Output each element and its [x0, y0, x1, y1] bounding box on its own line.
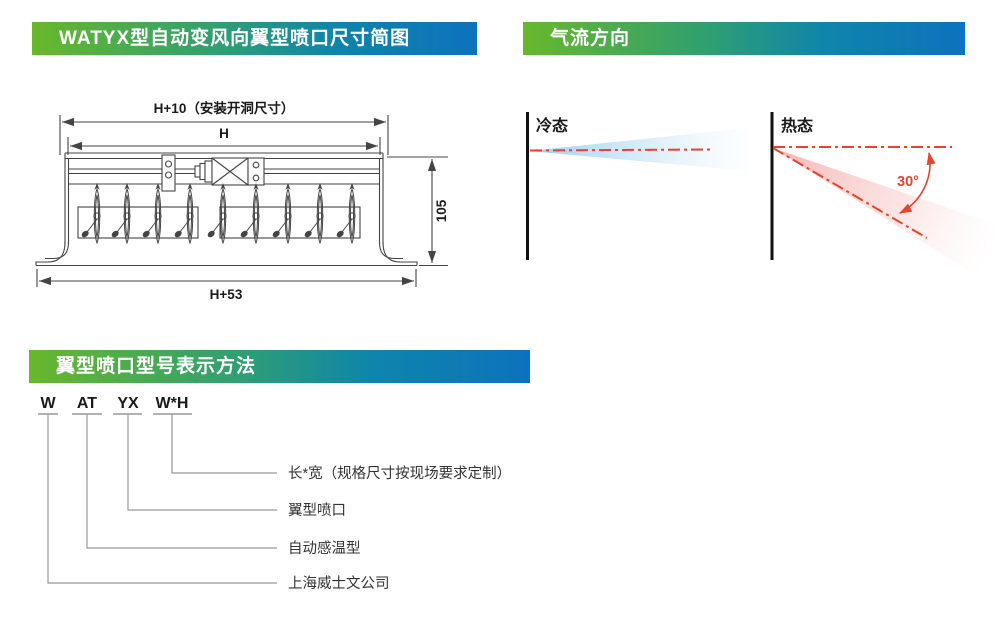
- cold-centerline: [529, 148, 713, 152]
- cold-state-label: 冷态: [536, 116, 568, 135]
- header-model-designation-label: 翼型喷口型号表示方法: [56, 356, 257, 377]
- code-wh: W*H: [156, 395, 189, 412]
- aerofoil-blade: [142, 183, 162, 245]
- hot-deflected-centerline: [772, 147, 928, 239]
- actuator-assembly: [161, 154, 265, 192]
- model-designation-tree: W AT YX W*H 长*宽（规格尺寸按现场要求定制） 翼型喷口 自动感温型 …: [38, 395, 511, 592]
- aerofoil-blades: [81, 183, 356, 245]
- code-yx: YX: [117, 395, 139, 412]
- aerofoil-blade: [240, 183, 260, 245]
- aerofoil-blade: [111, 183, 131, 245]
- angle-arc: [898, 151, 936, 214]
- code-at: AT: [77, 395, 97, 412]
- dim-label-height: 105: [434, 199, 449, 222]
- blade-rail-left: [77, 206, 199, 239]
- header-dimension-diagram-label: WATYX型自动变风向翼型喷口尺寸简图: [59, 28, 411, 49]
- airflow-direction-diagrams: 冷态 30° 热态: [526, 112, 998, 276]
- angle-label: 30°: [897, 174, 919, 190]
- hot-air-cone: [773, 148, 998, 276]
- connector-lines: [47, 414, 277, 584]
- dim-label-overall: H+53: [210, 287, 243, 302]
- hot-state-diagram: 30° 热态: [770, 112, 998, 276]
- header-airflow-direction-label: 气流方向: [550, 28, 631, 49]
- header-airflow-direction: 气流方向: [523, 22, 965, 55]
- aerofoil-blade: [174, 183, 194, 245]
- dim-label-opening: H+10（安装开洞尺寸）: [154, 100, 295, 116]
- aerofoil-blade: [336, 183, 356, 245]
- cold-state-diagram: 冷态: [526, 112, 748, 260]
- hot-state-label: 热态: [781, 116, 813, 135]
- code-w: W: [40, 395, 56, 412]
- meaning-yx: 翼型喷口: [288, 502, 346, 519]
- meaning-at: 自动感温型: [288, 540, 361, 557]
- aerofoil-blade: [207, 183, 227, 245]
- dim-label-width: H: [219, 126, 229, 141]
- header-dimension-diagram: WATYX型自动变风向翼型喷口尺寸简图: [32, 22, 477, 55]
- aerofoil-blade: [272, 183, 292, 245]
- header-model-designation: 翼型喷口型号表示方法: [29, 350, 530, 383]
- aerofoil-blade: [81, 183, 101, 245]
- nozzle-dimension-drawing: H+10（安装开洞尺寸） H 105 H+53: [35, 100, 449, 302]
- meaning-wh: 长*宽（规格尺寸按现场要求定制）: [288, 465, 511, 482]
- aerofoil-blade: [304, 183, 324, 245]
- meaning-w: 上海威士文公司: [288, 575, 390, 592]
